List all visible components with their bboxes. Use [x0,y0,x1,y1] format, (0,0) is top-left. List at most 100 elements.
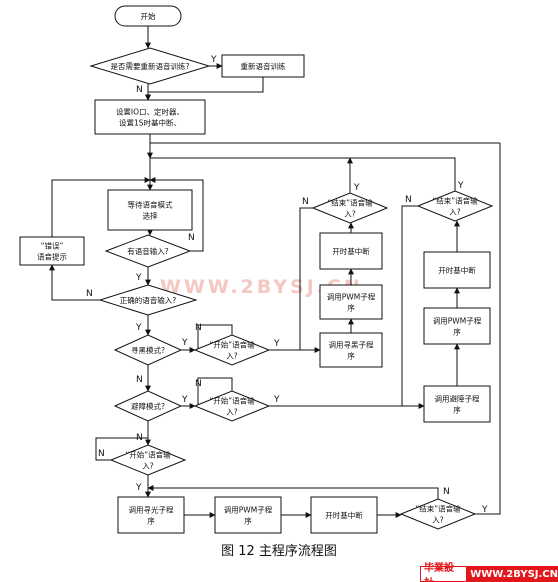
end-voice-2-text-2: 入? [449,208,460,217]
error-prompt-text-1: “错误” [41,241,64,251]
watermark: WWW.2BYSJ.CN [160,276,363,298]
start-voice-1-text-1: “开始”语音输 [209,340,255,350]
no-label: N [188,233,195,243]
yes-label: Y [273,395,280,405]
yes-label: Y [273,339,280,349]
yes-label: Y [181,338,188,348]
end-voice-2-text-1: “结束”语音输 [432,196,478,206]
call-follow-sub-box [117,496,185,534]
flow-line [147,142,500,159]
no-label: N [136,433,143,443]
start-text-1: 开始 [141,11,156,21]
yes-label: Y [457,181,464,191]
shapes [19,5,494,534]
flow-line [95,437,148,461]
correct-input-decision [98,284,198,316]
call-avoid-sub-box [423,385,491,423]
start-terminal [114,5,182,27]
wait-mode-text-2: 选择 [143,211,158,221]
call-pwm-3-text-2: 序 [244,516,252,526]
flow-line [147,485,439,499]
call-tracking-sub-text-1: 调用寻黑子程 [329,341,374,350]
end-voice-3-text-2: 入? [432,516,443,525]
call-pwm-1-text-1: 调用PWM子程 [327,293,376,302]
flow-line [401,205,418,406]
no-label: N [302,197,309,207]
timer-3-box [310,496,378,534]
wait-mode-text-1: 等待语音模式 [128,200,173,210]
need-retrain-text-1: 是否需要重新语音训练? [111,61,190,71]
connectors [49,26,501,518]
end-voice-3-text-1: “结束”语音输 [415,504,461,514]
call-follow-sub-text-2: 序 [147,516,155,526]
flow-line [475,143,501,515]
error-prompt-text-2: 语音提示 [37,252,67,262]
setup-text-2: 设置1S时基中断、 [119,118,181,128]
call-pwm-1-box [319,284,383,320]
error-prompt-box [19,236,85,266]
flow-line [299,207,313,350]
yes-label: Y [181,395,188,405]
yes-label: Y [353,183,360,193]
has-input-decision [104,234,192,268]
retrain-box [221,54,305,78]
no-label: N [405,195,412,205]
no-label: N [195,323,202,333]
start-voice-3-text-1: “开始”语音输 [125,450,171,460]
start-voice-3-decision [109,444,187,476]
start-voice-2-text-1: “开始”语音输 [209,396,255,406]
call-avoid-sub-text-2: 序 [453,405,461,415]
need-retrain-decision [89,47,211,85]
call-avoid-sub-text-1: 调用避障子程 [435,394,480,404]
start-voice-1-decision [193,334,271,366]
flow-line [197,324,233,350]
no-label: N [195,379,202,389]
call-pwm-3-box [214,496,282,534]
has-input-text-1: 有语音输入? [127,246,168,256]
end-voice-1-decision [311,192,389,224]
avoid-mode-decision [113,390,183,422]
site-logo: 毕業設計 WWW.2BYSJ.CN [420,563,558,582]
setup-box [94,99,206,135]
timer-2-box [423,251,491,289]
flow-line [49,264,100,301]
flow-line [147,157,350,191]
flow-line [51,177,151,237]
call-pwm-2-text-2: 序 [453,327,461,337]
yes-label: Y [135,323,142,333]
flow-line [350,157,456,191]
end-voice-3-decision [399,498,477,530]
timer-1-box [319,232,383,270]
correct-input-text-1: 正确的语音输入? [120,295,176,305]
start-voice-1-text-2: 入? [226,352,237,361]
no-label: N [136,375,143,385]
flow-line [145,77,264,101]
yes-label: Y [481,505,488,515]
yes-label: Y [135,273,142,283]
retrain-text-1: 重新语音训练 [241,61,286,71]
tracking-mode-text-1: 寻黑模式? [131,345,165,355]
setup-text-1: 设置IO口、定时器、 [116,107,184,117]
start-voice-3-text-2: 入? [142,462,153,471]
call-pwm-3-text-1: 调用PWM子程 [224,506,273,515]
yes-label: Y [210,55,217,65]
logo-url: WWW.2BYSJ.CN [470,568,558,580]
end-voice-1-text-1: “结束”语音输 [327,198,373,208]
tracking-mode-decision [113,334,183,366]
timer-3-text-1: 开时基中断 [325,510,363,520]
timer-2-text-1: 开时基中断 [438,265,476,275]
logo-chinese: 毕業設計 [420,563,468,582]
no-label: N [98,449,105,459]
call-tracking-sub-text-2: 序 [347,351,355,361]
call-follow-sub-text-1: 调用寻光子程 [129,505,174,515]
call-tracking-sub-box [319,332,383,368]
end-voice-2-decision [416,190,494,222]
no-label: N [136,85,143,95]
no-label: N [86,289,93,299]
timer-1-text-1: 开时基中断 [332,246,370,256]
wait-mode-box [107,189,193,231]
flow-line [197,377,233,406]
end-voice-1-text-2: 入? [344,210,355,219]
